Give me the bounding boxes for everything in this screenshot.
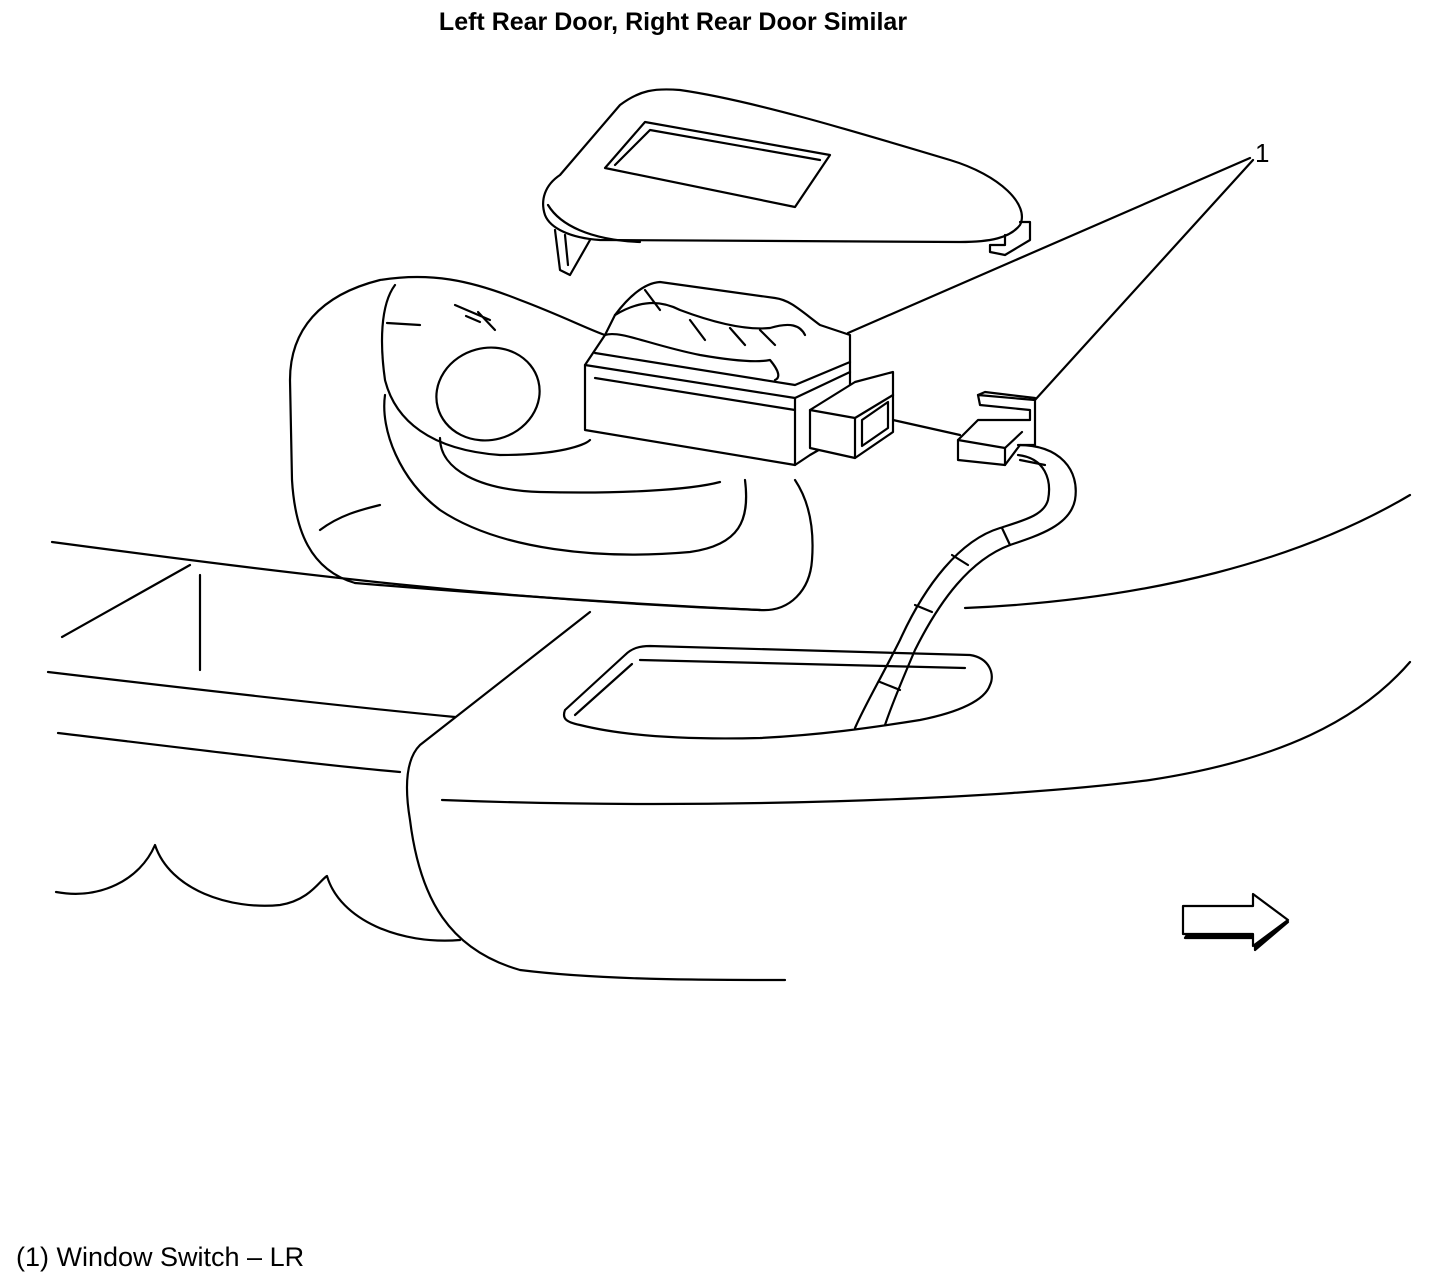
legend-caption: (1) Window Switch – LR <box>16 1242 305 1272</box>
callout-leader-lines <box>846 156 1255 402</box>
connector-alignment-line <box>891 418 962 437</box>
window-switch <box>583 280 895 467</box>
door-pull-cup <box>562 644 993 740</box>
forward-direction-arrow <box>1181 892 1290 952</box>
diagram-title: Left Rear Door, Right Rear Door Similar <box>438 8 908 36</box>
bezel-cover <box>542 88 1032 277</box>
door-armrest <box>288 275 814 612</box>
wiring-harness <box>853 443 1077 730</box>
electrical-connector <box>956 390 1037 467</box>
callout-number: 1 <box>1255 138 1270 168</box>
door-trim-panel <box>46 493 1412 982</box>
